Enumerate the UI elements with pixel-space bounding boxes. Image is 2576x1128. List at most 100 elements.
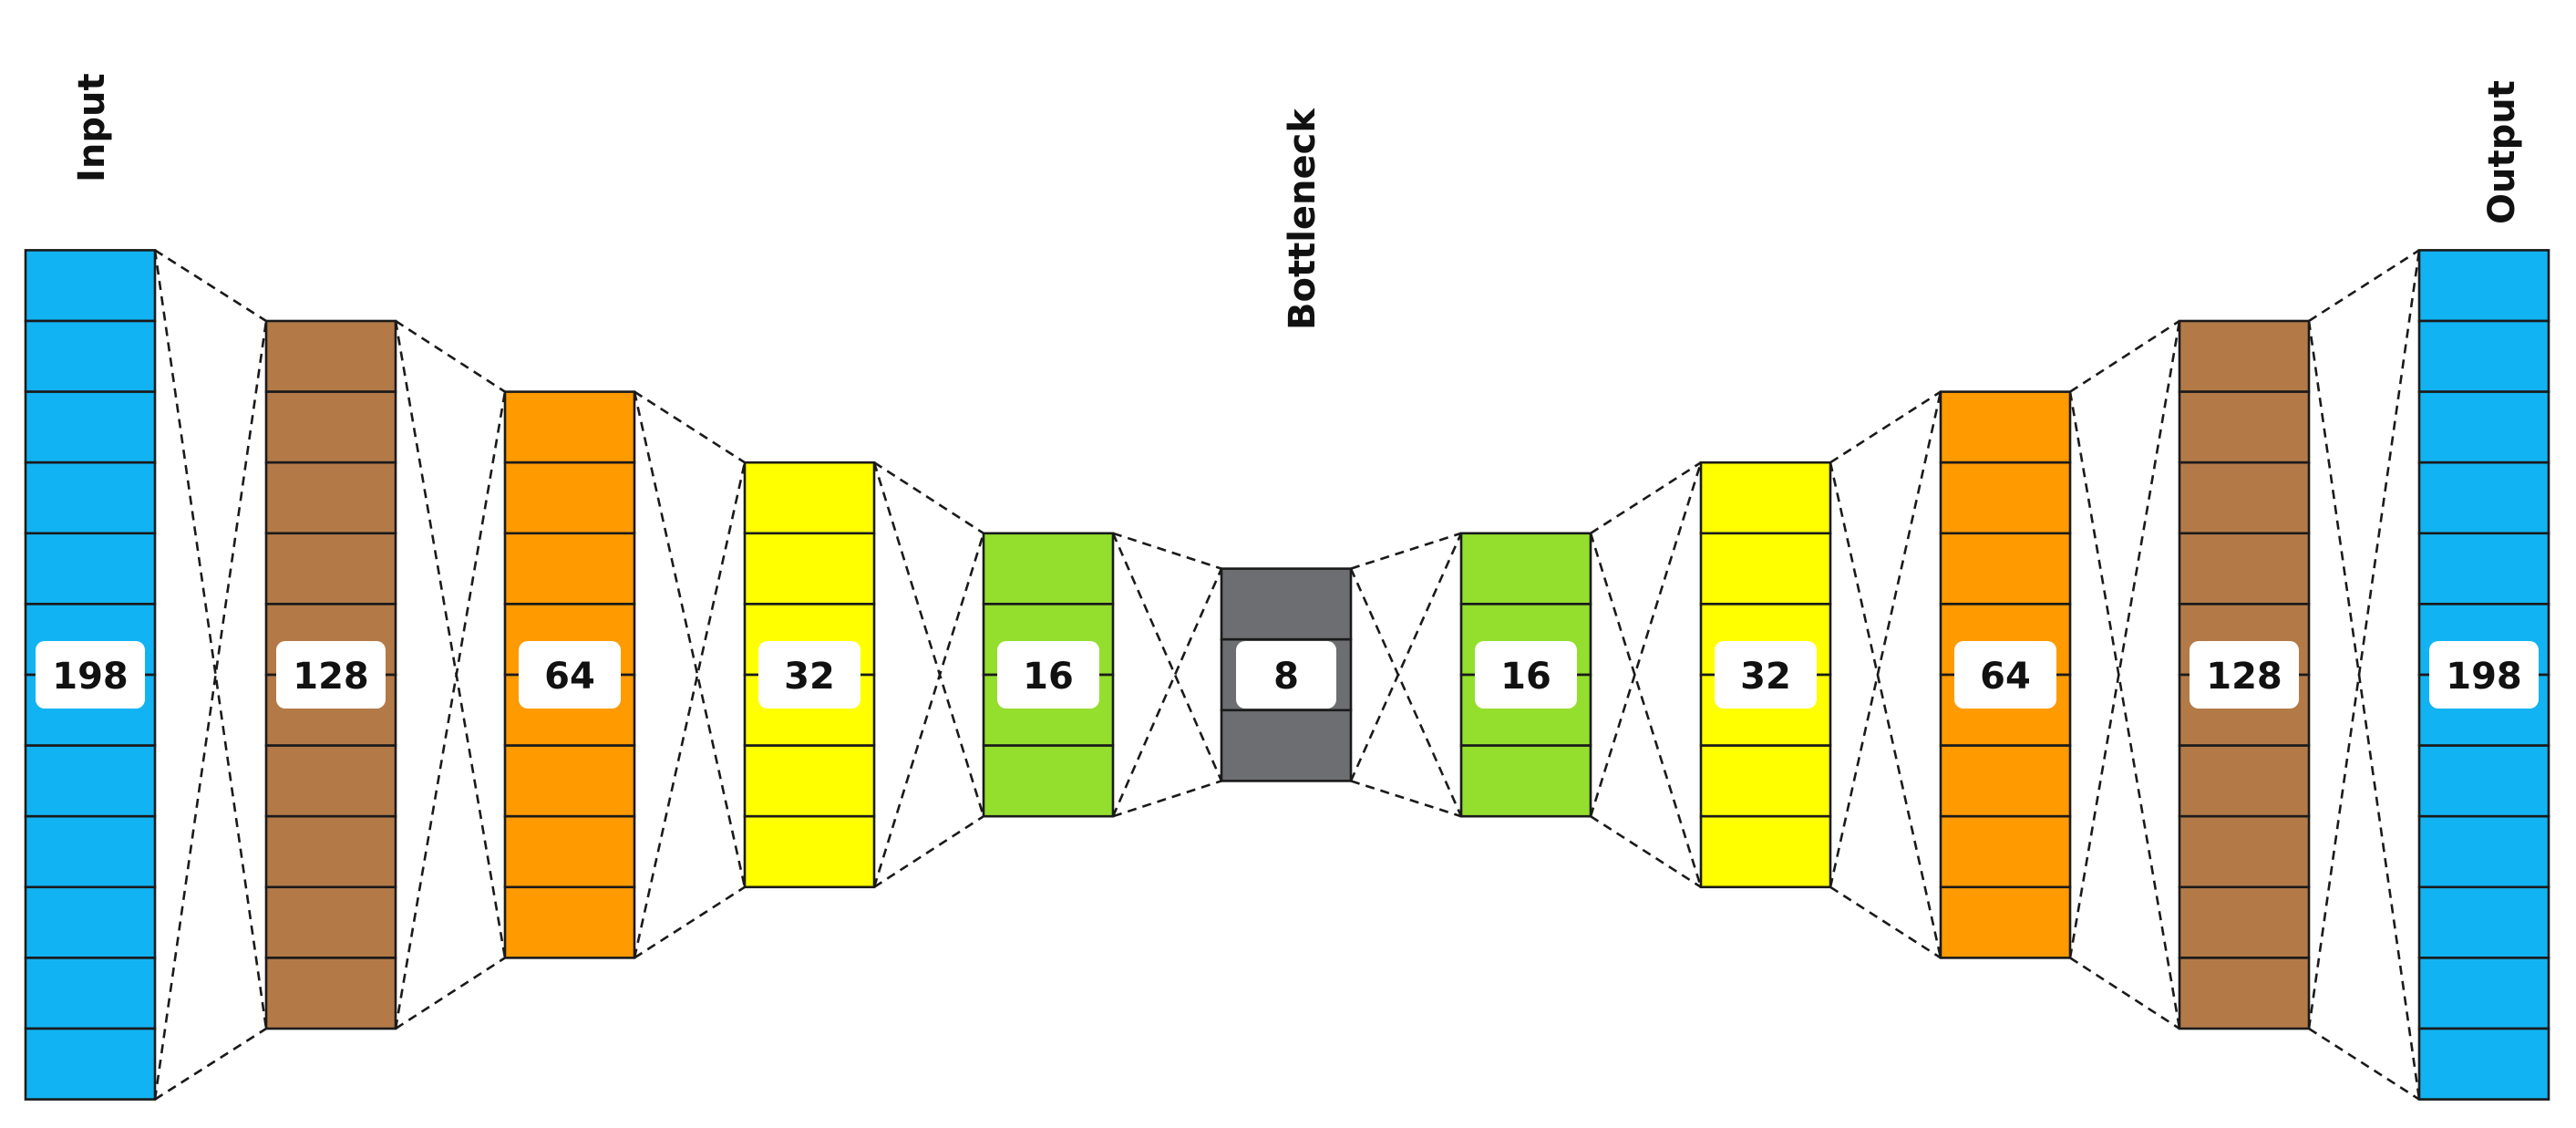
output-heading: Output	[2481, 80, 2523, 224]
layer-cell	[2178, 744, 2311, 818]
connection-line-4-0	[1112, 532, 1222, 570]
connection-line-1-2	[394, 320, 507, 958]
layer-cell	[1939, 814, 2072, 889]
layer-cell	[24, 249, 157, 323]
connection-line-8-3	[2068, 320, 2181, 958]
connection-line-5-1	[1350, 780, 1462, 818]
layer-size-badge	[1954, 641, 2056, 709]
connection-line-5-2	[1349, 568, 1463, 817]
layer-cell	[2417, 814, 2550, 889]
connection-line-5-0	[1350, 532, 1462, 570]
connection-line-9-1	[2308, 1027, 2420, 1101]
layer-decoder-128: 128	[2178, 319, 2311, 1030]
layer-size-label: 198	[52, 656, 129, 698]
layer-cell	[2417, 319, 2550, 393]
layer-size-label: 8	[1273, 656, 1299, 698]
layer-cell	[1459, 744, 1592, 818]
layer-size-badge	[2190, 641, 2299, 709]
connection-line-2-1	[634, 885, 746, 959]
layer-cell	[1220, 567, 1353, 641]
connection-line-3-2	[872, 461, 985, 817]
layer-cell	[503, 744, 636, 818]
connection-line-2-2	[633, 391, 747, 888]
layer-cell	[2178, 532, 2311, 605]
connection-line-6-2	[1589, 533, 1703, 888]
layer-cell	[2417, 461, 2550, 535]
layer-decoder-32: 32	[1699, 461, 1832, 889]
layer-cell	[24, 814, 157, 889]
layer-size-badge	[997, 641, 1099, 709]
connection-line-9-0	[2308, 249, 2420, 323]
connection-line-7-3	[1829, 391, 1942, 888]
layer-cell	[24, 532, 157, 605]
connection-line-1-0	[395, 319, 506, 393]
connection-line-3-3	[872, 533, 985, 888]
layer-size-label: 16	[1500, 656, 1551, 698]
layer-cell	[743, 461, 876, 535]
connection-line-8-0	[2069, 319, 2180, 393]
layer-cell	[1220, 709, 1353, 782]
connection-line-1-3	[394, 391, 507, 1030]
layer-cell	[503, 461, 636, 535]
layer-cell	[2417, 957, 2550, 1030]
layer-cell	[264, 532, 397, 605]
layer-cell	[264, 814, 397, 889]
layer-cell	[264, 957, 397, 1030]
layer-cell	[2178, 885, 2311, 959]
layer-cell	[2178, 957, 2311, 1030]
layer-cell	[24, 744, 157, 818]
connection-line-1-1	[395, 957, 506, 1030]
layer-cell	[1699, 814, 1832, 889]
layer-size-badge	[36, 641, 145, 709]
layer-size-label: 128	[293, 656, 369, 698]
layer-input-198: 198	[24, 249, 157, 1101]
layer-size-badge	[1715, 641, 1817, 709]
connection-line-9-3	[2307, 250, 2421, 1030]
connection-line-8-2	[2068, 391, 2181, 1030]
layer-encoder-32: 32	[743, 461, 876, 889]
layer-cell	[503, 885, 636, 959]
layer-cell	[1699, 461, 1832, 535]
layer-connections	[153, 249, 2421, 1101]
layer-output-198: 198	[2417, 249, 2550, 1101]
layer-cell	[503, 814, 636, 889]
layer-size-label: 32	[1740, 656, 1791, 698]
connection-line-2-0	[634, 390, 746, 464]
layer-size-badge	[276, 641, 386, 709]
layer-cell	[743, 532, 876, 605]
layer-size-badge	[758, 641, 860, 709]
layer-bottleneck-8: 8	[1220, 567, 1353, 782]
layer-cell	[2417, 744, 2550, 818]
connection-line-5-3	[1349, 533, 1463, 781]
connection-line-6-1	[1590, 815, 1702, 888]
layer-cell	[264, 744, 397, 818]
layer-size-label: 64	[544, 656, 595, 698]
layer-encoder-64: 64	[503, 390, 636, 959]
connection-line-2-3	[633, 461, 747, 958]
layer-cell	[1939, 885, 2072, 959]
layer-cell	[264, 390, 397, 464]
layer-cell	[1939, 744, 2072, 818]
layer-cell	[503, 390, 636, 464]
connection-line-4-2	[1111, 533, 1223, 781]
layer-cell	[2178, 461, 2311, 535]
layer-size-badge	[519, 641, 621, 709]
layer-cell	[2417, 249, 2550, 323]
connection-line-7-2	[1829, 461, 1942, 958]
layer-size-badge	[2429, 641, 2539, 709]
layer-cell	[264, 461, 397, 535]
layer-cell	[24, 461, 157, 535]
layer-cell	[24, 390, 157, 464]
layer-cell	[1699, 744, 1832, 818]
layer-cell	[1939, 390, 2072, 464]
layer-size-label: 198	[2446, 656, 2522, 698]
connection-line-0-1	[154, 1027, 267, 1101]
connection-line-0-2	[153, 250, 268, 1030]
connection-line-3-1	[873, 815, 984, 888]
connection-line-4-1	[1112, 780, 1222, 818]
connection-line-8-1	[2069, 957, 2180, 1030]
connection-line-0-3	[153, 320, 268, 1100]
layer-decoder-16: 16	[1459, 532, 1592, 818]
layer-encoder-16: 16	[982, 532, 1115, 818]
layer-cell	[1699, 532, 1832, 605]
